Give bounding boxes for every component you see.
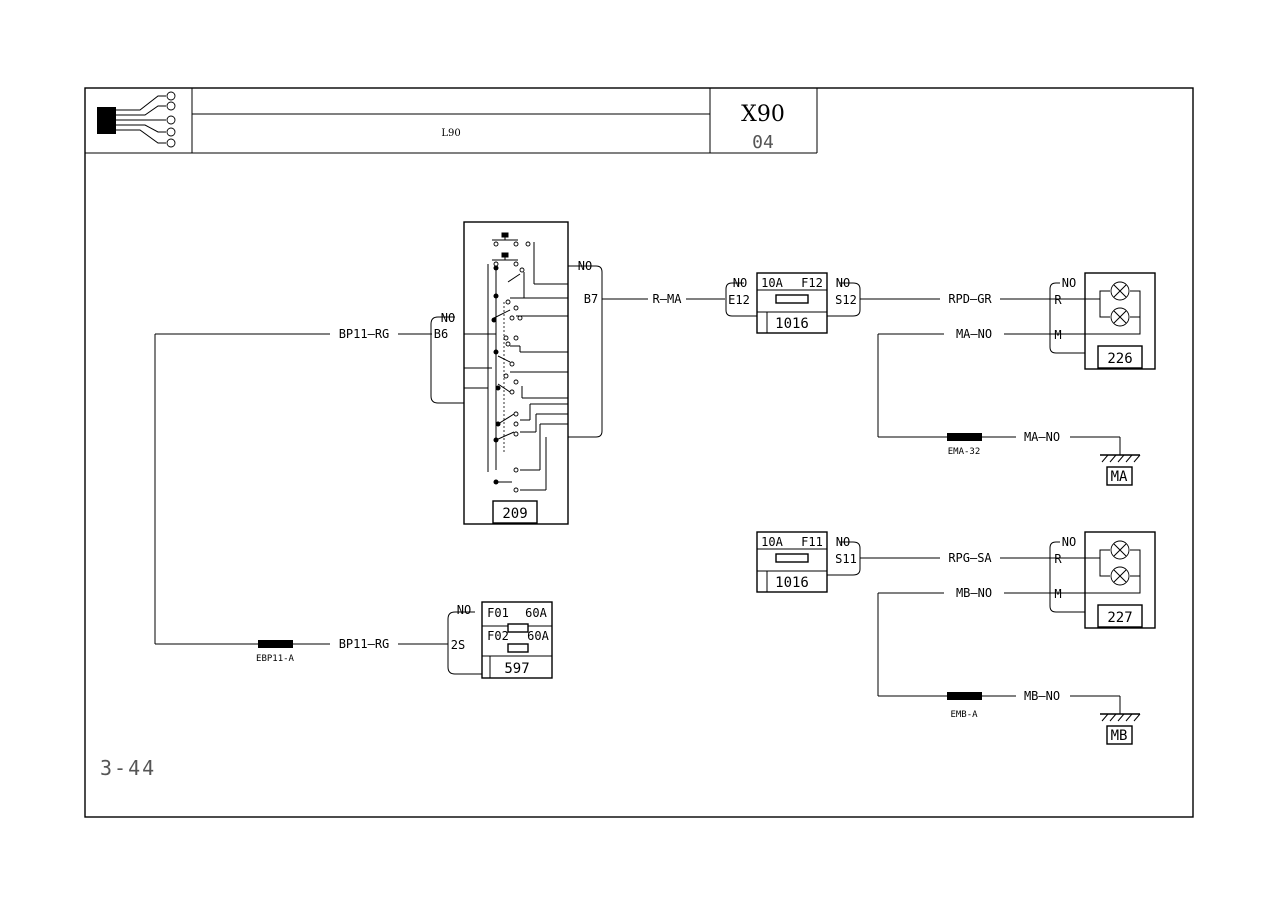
lamp-227-no: NO: [1062, 535, 1076, 549]
splice-ema: [947, 433, 982, 441]
model-code: X90: [741, 102, 785, 127]
ground-path-mb: [877, 592, 1121, 714]
splice-label-ebp11: EBP11-A: [256, 654, 295, 664]
lamp-226-id: 226: [1107, 351, 1132, 367]
fuse-block-597: [447, 601, 553, 679]
splice-label-emb: EMB-A: [950, 710, 978, 720]
switch-209-pin-b7: B7: [584, 292, 598, 306]
fuse-f12-id: 1016: [775, 316, 809, 332]
page-number: 3-44: [100, 756, 156, 780]
ground-mb-label: MB: [1111, 728, 1128, 744]
fuse-box-f12: [725, 272, 1050, 334]
ground-mb-icon: [1100, 713, 1141, 745]
lamp-226-pin-r: R: [1054, 293, 1062, 307]
fuse-f12-rating: 10A: [761, 276, 783, 290]
fuse-f12-no-out: NO: [836, 276, 850, 290]
fuse-f12-no-in: NO: [733, 276, 747, 290]
wire-label-rpd-gr: RPD—GR: [948, 292, 992, 306]
fuse-597-f01: F01: [487, 606, 509, 620]
wire-label-ma-no-ground: MA—NO: [1024, 430, 1060, 444]
fuse-f11-no-out: NO: [836, 535, 850, 549]
sheet-frame: [84, 87, 1194, 818]
fuse-f12-pin-e12: E12: [728, 293, 750, 307]
switch-209-pin-b6: B6: [434, 327, 448, 341]
switch-209-no-right: NO: [578, 259, 592, 273]
fuse-597-id: 597: [504, 661, 529, 677]
wire-label-r-ma: R—MA: [653, 292, 683, 306]
sheet-number: 04: [752, 132, 774, 153]
wire-label-mb-no-ground: MB—NO: [1024, 689, 1060, 703]
ground-ma-icon: [1100, 454, 1141, 486]
wire-label-bp11-top: BP11—RG: [339, 327, 390, 341]
splice-ebp11: [258, 640, 293, 648]
lamp-226-pin-m: M: [1054, 328, 1061, 342]
fuse-box-f11: [756, 531, 1050, 593]
fuse-597-rating1: 60A: [525, 606, 547, 620]
fuse-597-no: NO: [457, 603, 471, 617]
splice-label-ema: EMA-32: [948, 447, 981, 457]
fuse-f12-name: F12: [801, 276, 823, 290]
lamp-unit-226: [1049, 272, 1156, 370]
title-line2: L90: [441, 128, 460, 139]
feed-wire-bp11: [154, 333, 448, 645]
ground-path-ma: [877, 333, 1121, 455]
fuse-f11-pin-s11: S11: [835, 552, 857, 566]
fuse-597-rating2: 60A: [527, 629, 549, 643]
lamp-226-no: NO: [1062, 276, 1076, 290]
wire-label-ma-no-top: MA—NO: [956, 327, 992, 341]
fuse-f11-name: F11: [801, 535, 823, 549]
switch-209-id: 209: [502, 506, 527, 522]
switch-209: [430, 221, 725, 525]
switch-209-no-left: NO: [441, 311, 455, 325]
fuse-597-pin-2s: 2S: [451, 638, 465, 652]
wire-label-bp11-bottom: BP11—RG: [339, 637, 390, 651]
fuse-f11-rating: 10A: [761, 535, 783, 549]
lamp-227-pin-m: M: [1054, 587, 1061, 601]
wire-label-rpg-sa: RPG—SA: [948, 551, 992, 565]
lamp-227-id: 227: [1107, 610, 1132, 626]
fuse-f12-pin-s12: S12: [835, 293, 857, 307]
wire-label-mb-no-top: MB—NO: [956, 586, 992, 600]
connector-logo-icon: [97, 91, 176, 148]
title-block: L90 X90 04: [85, 88, 818, 154]
ground-ma-label: MA: [1111, 469, 1128, 485]
splice-emb: [947, 692, 982, 700]
lamp-227-pin-r: R: [1054, 552, 1062, 566]
lamp-unit-227: [1049, 531, 1156, 629]
fuse-f11-id: 1016: [775, 575, 809, 591]
fuse-597-f02: F02: [487, 629, 509, 643]
